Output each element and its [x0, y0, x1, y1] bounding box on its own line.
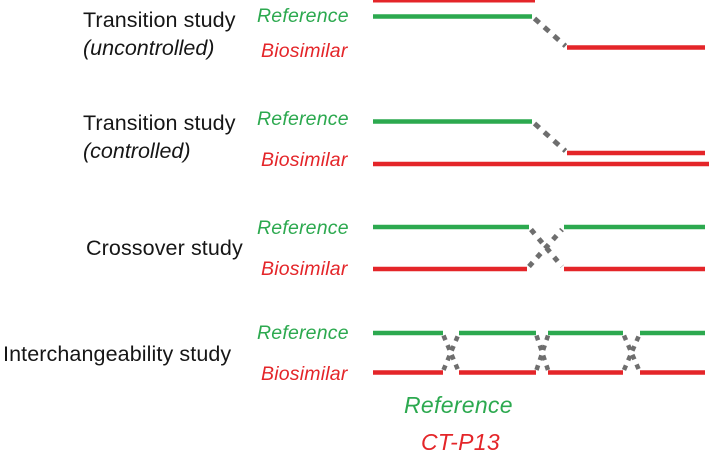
row-title-transition-controlled: Transition study — [83, 111, 236, 135]
row-title-transition-uncontrolled: Transition study — [83, 8, 236, 32]
biosimilar-arm-label: Biosimilar — [261, 149, 348, 171]
reference-arm-label: Reference — [257, 322, 349, 344]
legend-ctp13-label: CT-P13 — [421, 429, 500, 455]
reference-arm-label: Reference — [257, 5, 349, 27]
biosimilar-arm-label: Biosimilar — [261, 40, 348, 62]
switch-2-dash-up — [534, 334, 551, 371]
row-crossover-lines — [373, 224, 705, 272]
row-transition-uncontrolled-lines — [373, 14, 705, 50]
switch-2-dash-down — [534, 334, 551, 371]
biosimilar-arm-label: Biosimilar — [261, 258, 348, 280]
reference-arm-label: Reference — [257, 217, 349, 239]
row-title-crossover: Crossover study — [86, 236, 243, 260]
reference-arm-label: Reference — [257, 108, 349, 130]
legend-reference-label: Reference — [404, 392, 513, 418]
row-transition-controlled-lines — [373, 119, 709, 167]
row-interchangeability-lines — [373, 330, 705, 375]
biosimilar-arm-label: Biosimilar — [261, 363, 348, 385]
row-title-interchangeability: Interchangeability study — [3, 342, 232, 366]
switch-dashes — [532, 16, 568, 48]
row-subtitle-controlled: (controlled) — [83, 139, 191, 163]
row-subtitle-uncontrolled: (uncontrolled) — [83, 36, 215, 60]
crossover-dash-up — [527, 227, 564, 269]
switch-dashes — [532, 121, 568, 153]
